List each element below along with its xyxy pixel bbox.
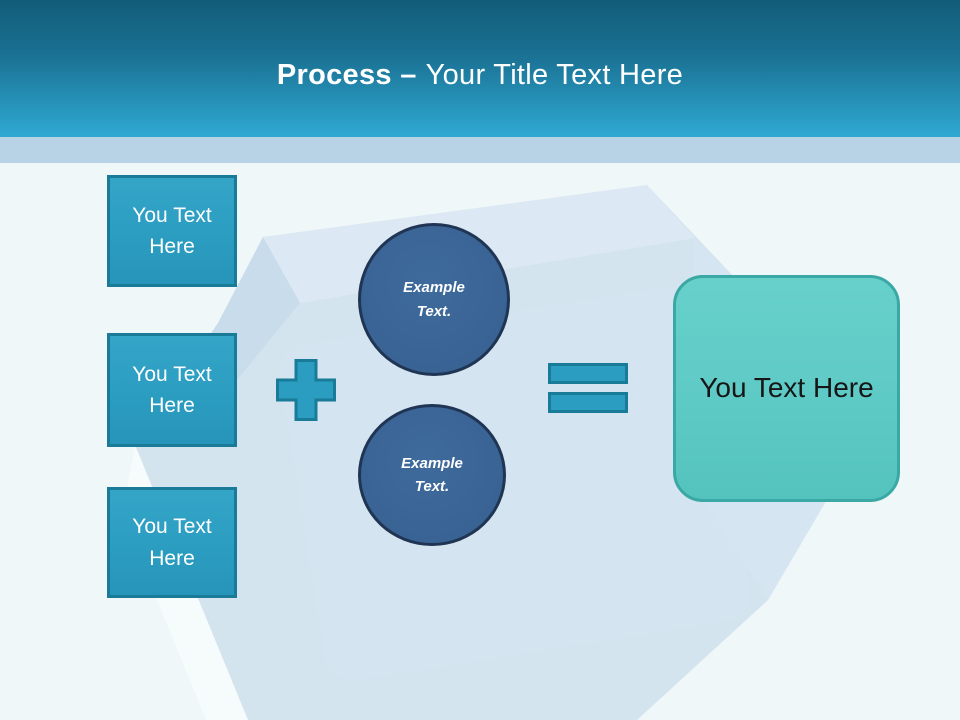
equals-icon: [548, 392, 628, 413]
title-emphasis: Process –: [276, 59, 417, 91]
input-box-1-label: You Text Here: [132, 203, 212, 259]
factor-circle-2-label: Example Text.: [401, 454, 463, 495]
header-accent-band: [0, 137, 960, 163]
factor-circle-1-label: Example Text.: [403, 279, 465, 320]
equals-operator: [548, 363, 628, 413]
result-box-label: You Text Here: [699, 372, 874, 404]
plus-operator: [276, 359, 336, 421]
equals-icon: [548, 363, 628, 384]
result-box: You Text Here: [673, 275, 900, 502]
input-box-2: You Text Here: [107, 333, 237, 447]
input-box-1: You Text Here: [107, 175, 237, 287]
input-box-2-label: You Text Here: [132, 362, 212, 418]
input-box-3-label: You Text Here: [132, 515, 212, 570]
factor-circle-1: Example Text.: [358, 223, 510, 376]
plus-icon: [276, 359, 336, 421]
slide-header: Process –Your Title Text Here: [0, 0, 960, 137]
factor-circle-2: Example Text.: [358, 404, 506, 546]
title-subtitle: Your Title Text Here: [425, 59, 684, 91]
page-title: Process –Your Title Text Here: [277, 45, 683, 92]
input-box-3: You Text Here: [107, 487, 237, 598]
diagram-stage: You Text Here You Text Here You Text Her…: [0, 163, 960, 720]
